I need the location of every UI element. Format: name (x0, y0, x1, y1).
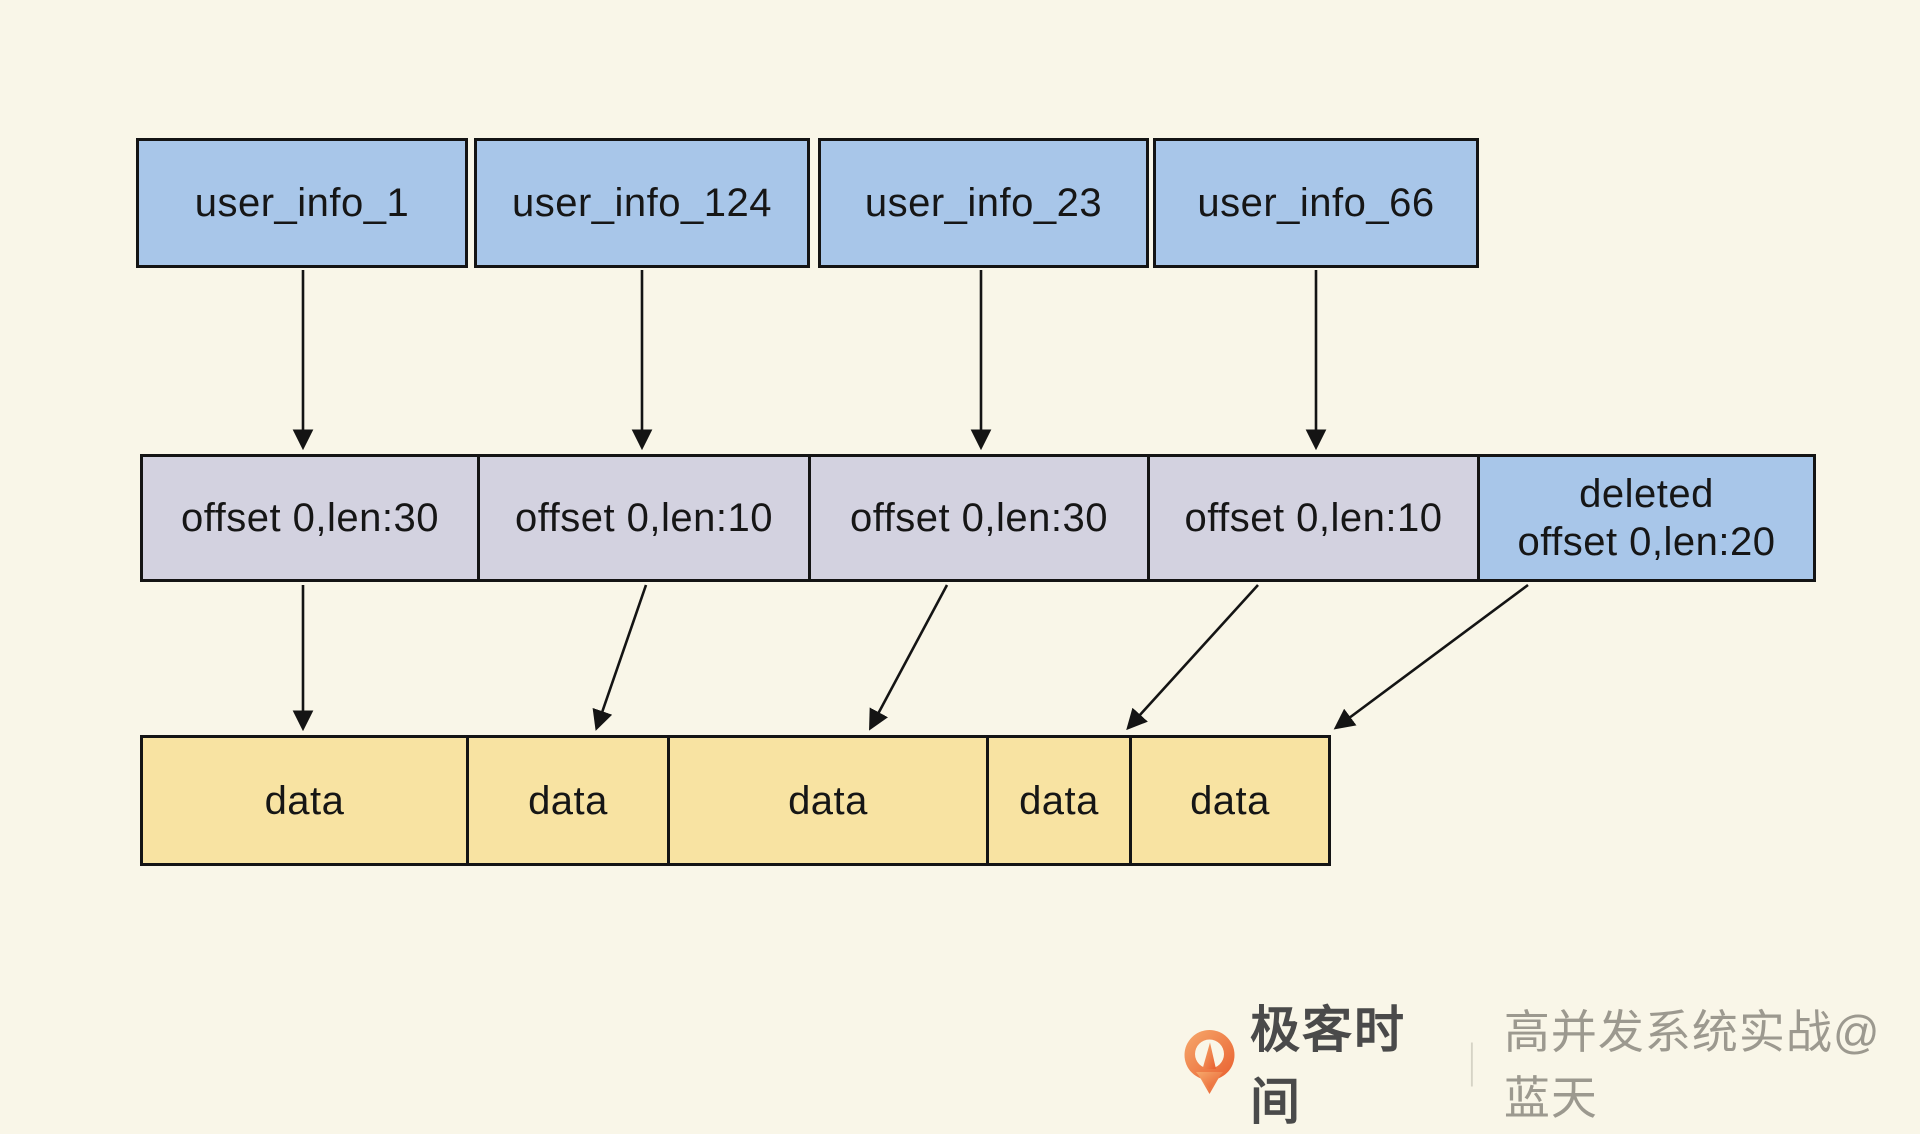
index-box-label: user_info_1 (194, 181, 410, 225)
offset-slot-label: offset 0,len:30 (180, 496, 440, 540)
index-box-user-info-1: user_info_1 (136, 138, 468, 268)
data-segment-label: data (788, 778, 868, 823)
arrow-offset4-to-data4 (1126, 584, 1259, 731)
index-box-label: user_info_66 (1197, 181, 1435, 225)
data-segment-label: data (264, 778, 345, 823)
offset-slot-3: offset 0,len:30 (808, 454, 1150, 582)
offset-slot-1: offset 0,len:30 (140, 454, 480, 582)
geektime-logo-icon (1184, 1030, 1235, 1094)
arrow-offset3-to-data3 (869, 584, 949, 731)
index-box-user-info-66: user_info_66 (1153, 138, 1479, 268)
brand-text: 极客时间 (1250, 1002, 1406, 1130)
deleted-slot-line2: offset 0,len:20 (1517, 520, 1776, 564)
data-segment-5: data (1129, 735, 1331, 866)
arrow-offset2-to-data2 (592, 584, 648, 731)
data-segment-1: data (140, 735, 469, 866)
offset-slot-label: offset 0,len:30 (849, 496, 1109, 540)
footer-watermark: 极客时间 ｜ 高并发系统实战@蓝天 (1183, 990, 1920, 1134)
index-box-label: user_info_23 (864, 181, 1103, 225)
diagram-canvas: user_info_1 user_info_124 user_info_23 u… (136, 138, 1880, 1130)
offset-slot-label: offset 0,len:10 (1184, 496, 1443, 540)
index-box-user-info-23: user_info_23 (818, 138, 1149, 268)
data-segment-label: data (1019, 778, 1099, 823)
data-segment-3: data (667, 735, 989, 866)
deleted-slot-line1: deleted (1579, 472, 1714, 516)
index-box-user-info-124: user_info_124 (474, 138, 810, 268)
arrow-deleted-to-data5 (1333, 583, 1529, 730)
deleted-slot: deleted offset 0,len:20 (1477, 454, 1816, 582)
data-segment-label: data (1190, 778, 1270, 823)
index-box-label: user_info_124 (511, 181, 773, 225)
offset-slot-label: offset 0,len:10 (514, 496, 774, 540)
credit-text: 高并发系统实战@蓝天 (1503, 1006, 1881, 1124)
data-segment-4: data (986, 735, 1132, 866)
offset-slot-2: offset 0,len:10 (477, 454, 811, 582)
data-segment-2: data (466, 735, 670, 866)
offset-slot-4: offset 0,len:10 (1147, 454, 1480, 582)
data-segment-label: data (528, 778, 608, 823)
separator-text: ｜ (1449, 1042, 1494, 1091)
